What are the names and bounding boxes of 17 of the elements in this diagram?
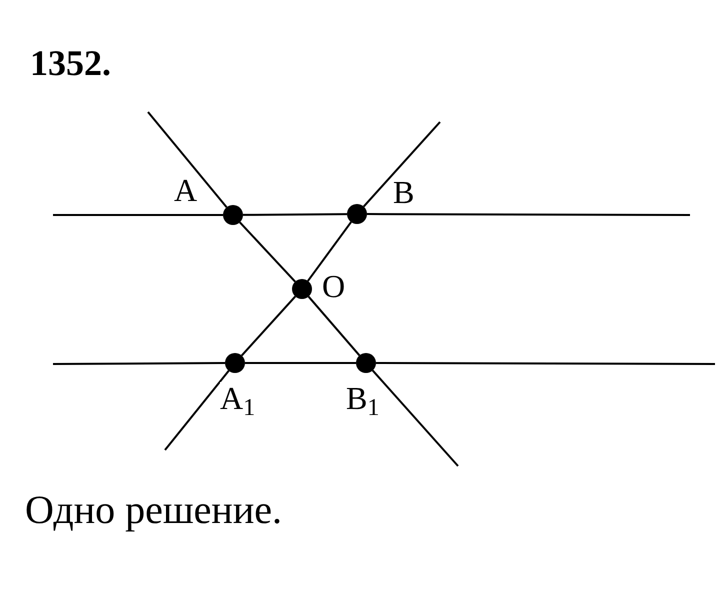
line-segment — [372, 370, 459, 467]
line-segment — [242, 213, 348, 216]
line-segment — [245, 362, 356, 364]
line-segment — [367, 213, 690, 216]
line-segment — [147, 111, 228, 208]
line-segment — [53, 362, 225, 365]
line-segment — [307, 221, 352, 282]
line-segment — [164, 370, 230, 451]
line-segment — [240, 296, 296, 356]
problem-number: 1352. — [30, 45, 111, 81]
line-segment — [376, 362, 715, 365]
caption: Одно решение. — [25, 490, 282, 530]
line-segment — [308, 296, 360, 356]
point-label: A$_{1}$ — [220, 382, 256, 414]
line-segment — [362, 121, 441, 208]
line-segment — [53, 214, 223, 216]
line-segment — [239, 222, 296, 282]
